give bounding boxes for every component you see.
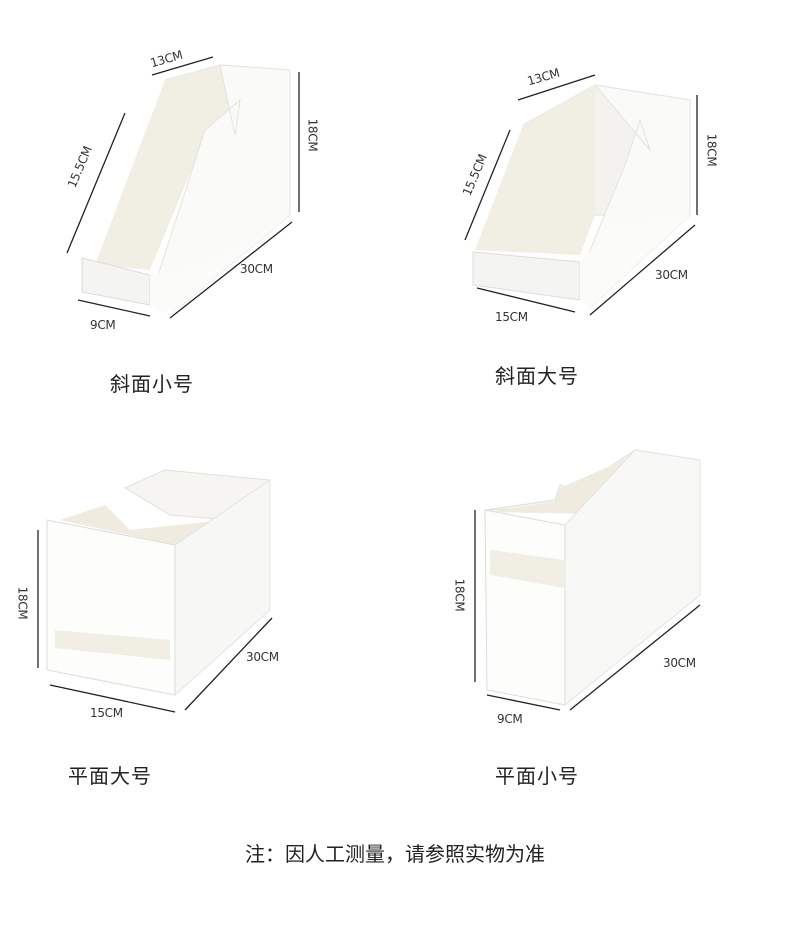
dim-line-slant <box>464 129 511 241</box>
dim-line-width <box>77 299 151 317</box>
product-flat-large: 18CM 30CM 15CM 平面大号 <box>0 420 395 840</box>
dim-label-length: 30CM <box>240 262 273 276</box>
dim-line-top <box>517 74 596 101</box>
flat-large-box-illustration <box>37 469 273 713</box>
dim-label-height: 18CM <box>15 586 30 620</box>
dim-line-width <box>486 694 561 711</box>
product-flat-small: 18CM 30CM 9CM 平面小号 <box>395 420 790 840</box>
dim-line-length <box>184 617 273 711</box>
dim-label-height: 18CM <box>305 118 320 152</box>
dim-label-length: 30CM <box>655 268 688 282</box>
slanted-small-box-illustration <box>66 56 300 319</box>
flat-small-box-illustration <box>474 449 701 711</box>
dim-line-width <box>476 287 576 313</box>
measurement-disclaimer: 注：因人工测量，请参照实物为准 <box>245 842 545 866</box>
caption-slanted-large: 斜面大号 <box>495 364 579 388</box>
product-slanted-large: 13CM 15.5CM 18CM 30CM 15CM 斜面大号 <box>395 0 790 420</box>
caption-flat-large: 平面大号 <box>68 764 152 788</box>
dim-label-height: 18CM <box>704 133 719 167</box>
dim-label-length: 30CM <box>663 656 696 670</box>
dim-line-top <box>151 56 214 76</box>
dim-label-width: 15CM <box>495 310 528 324</box>
slanted-large-box-illustration <box>464 74 698 316</box>
dim-line-slant <box>66 112 126 254</box>
dim-label-width: 9CM <box>497 712 523 726</box>
dim-line-width <box>49 684 176 713</box>
dim-line-length <box>169 221 293 319</box>
dim-label-length: 30CM <box>246 650 279 664</box>
dim-label-width: 15CM <box>90 706 123 720</box>
dim-label-width: 9CM <box>90 318 116 332</box>
caption-slanted-small: 斜面小号 <box>110 372 194 396</box>
product-slanted-small: 13CM 15.5CM 18CM 30CM 9CM 斜面小号 <box>0 0 395 420</box>
dim-line-length <box>589 224 696 316</box>
dim-line-length <box>569 604 701 711</box>
caption-flat-small: 平面小号 <box>495 764 579 788</box>
dim-label-height: 18CM <box>452 578 467 612</box>
